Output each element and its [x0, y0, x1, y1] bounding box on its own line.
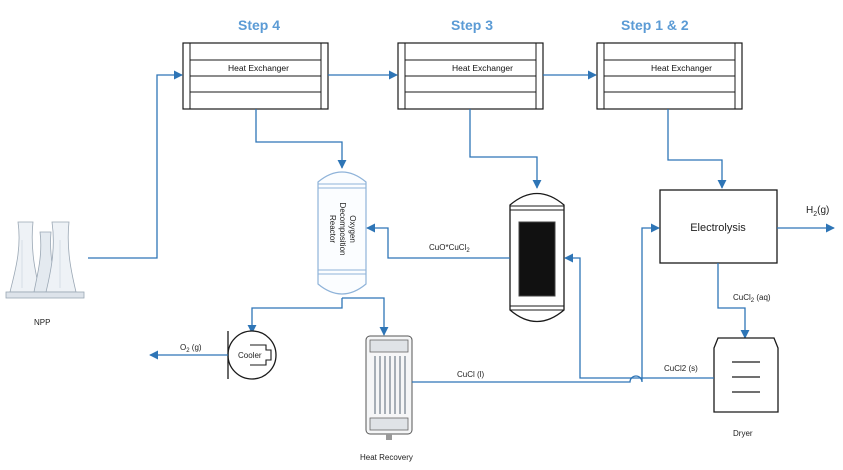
heat-exchanger-step1-2: Heat Exchanger — [596, 42, 743, 110]
o2-label: O2 (g) — [180, 343, 202, 354]
hx12-to-electrolysis-pipe — [667, 109, 727, 189]
heat-exchanger-label: Heat Exchanger — [452, 63, 513, 73]
cooler-label: Cooler — [238, 351, 262, 360]
npp-to-hx-pipe — [88, 70, 183, 259]
reactor-label-line3: Reactor — [328, 215, 337, 243]
heat-exchanger-label: Heat Exchanger — [228, 63, 289, 73]
cucl2-s-label: CuCl2 (s) — [664, 364, 698, 373]
hx4-to-reactor-pipe — [255, 109, 347, 169]
cuo-cucl2-label: CuO*CuCl2 — [429, 243, 470, 254]
hydrolysis-reactor — [509, 192, 565, 323]
step-3-title: Step 3 — [451, 17, 493, 33]
electrolysis-unit: Electrolysis — [659, 189, 778, 264]
npp-label: NPP — [34, 318, 50, 327]
npp-cooling-towers-icon — [5, 221, 85, 299]
step-1-2-title: Step 1 & 2 — [621, 17, 689, 33]
electrolysis-to-dryer-pipe — [717, 263, 750, 339]
dryer-unit — [713, 337, 779, 413]
reactor-label-line1: Oxygen — [348, 215, 357, 243]
h2-label: H2(g) — [806, 205, 829, 218]
cuo-cucl2-pipe — [366, 223, 510, 259]
dryer-label: Dryer — [733, 429, 753, 438]
reactor-label-line2: Decomposition — [338, 203, 347, 256]
reactor-to-heat-recovery-pipe — [342, 297, 389, 336]
heat-recovery-label: Heat Recovery — [360, 453, 413, 462]
cucl2-aq-label: CuCl2 (aq) — [733, 293, 771, 304]
heat-exchanger-label: Heat Exchanger — [651, 63, 712, 73]
cucl-l-pipe — [412, 223, 660, 383]
oxygen-decomposition-reactor: Oxygen Decomposition Reactor — [317, 171, 367, 295]
step-4-title: Step 4 — [238, 17, 280, 33]
cucl-l-label: CuCl (l) — [457, 370, 484, 379]
heat-exchanger-step4: Heat Exchanger — [182, 42, 329, 110]
electrolysis-label: Electrolysis — [690, 222, 746, 234]
hx3-to-hydrolysis-pipe — [469, 109, 542, 189]
reactor-to-cooler-pipe — [247, 298, 343, 334]
heat-exchanger-step3: Heat Exchanger — [397, 42, 544, 110]
cucl2-s-pipe — [564, 253, 714, 379]
cooler-unit: Cooler — [227, 330, 277, 380]
heat-recovery-unit — [365, 335, 413, 440]
